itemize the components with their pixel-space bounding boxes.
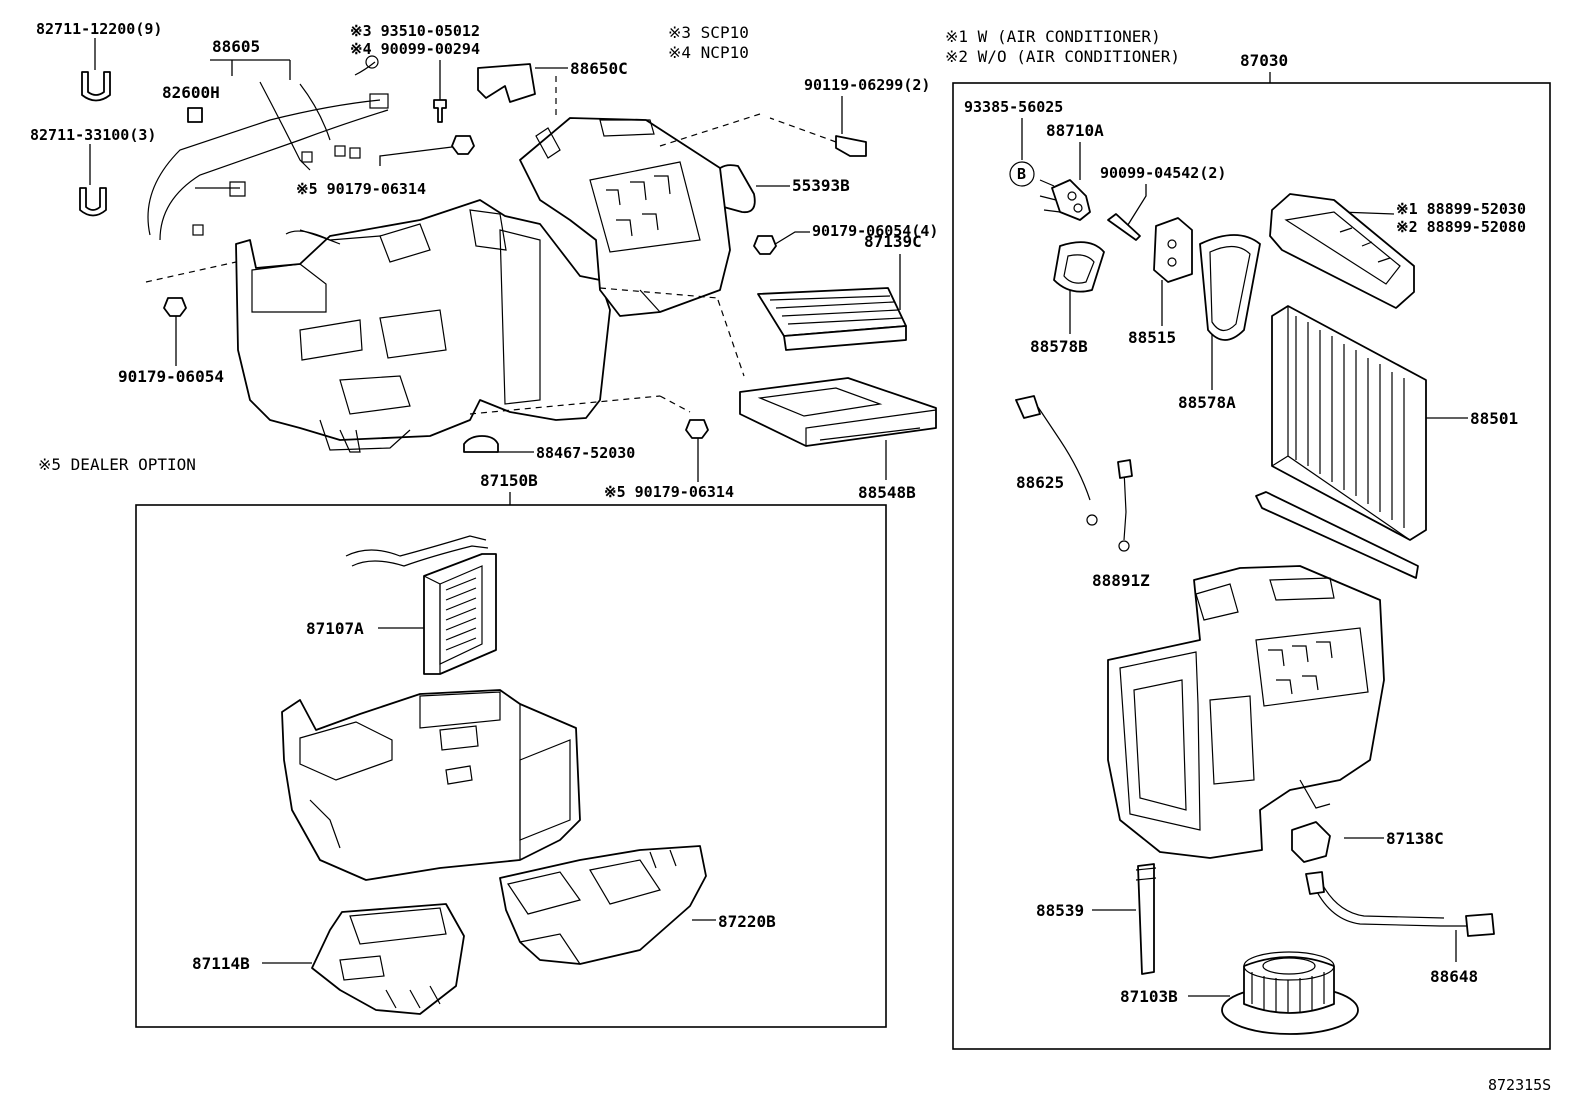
expansion-valve-bracket	[1039, 179, 1091, 221]
note-air-conditioner-wo: ※2 W/O (AIR CONDITIONER)	[945, 47, 1180, 66]
label-87220B: 87220B	[718, 912, 776, 931]
label-93510-05012: ※3 93510-05012	[350, 22, 480, 40]
nut-icon	[685, 419, 709, 439]
screw-icon	[433, 99, 447, 123]
filter-case	[739, 377, 937, 447]
note-scp10: ※3 SCP10	[668, 23, 749, 42]
label-88710A: 88710A	[1046, 121, 1104, 140]
guide-line	[469, 395, 661, 415]
blower-motor-fan	[1221, 951, 1359, 1035]
guide-line	[599, 287, 719, 299]
evaporator-core	[1271, 305, 1427, 541]
grommet-icon	[463, 435, 499, 453]
heater-core	[345, 535, 497, 675]
label-88625: 88625	[1016, 473, 1064, 492]
clamp-icon	[81, 71, 111, 102]
nut-icon	[163, 297, 187, 317]
label-88548B: 88548B	[858, 483, 916, 502]
drain-hose	[1137, 863, 1155, 975]
label-88605: 88605	[212, 37, 260, 56]
label-87150B: 87150B	[480, 471, 538, 490]
note-dealer-option: ※5 DEALER OPTION	[38, 455, 196, 474]
guide-line	[145, 261, 237, 283]
sensor-wire	[1123, 469, 1127, 541]
nut-icon	[753, 235, 777, 255]
label-82711-33100: 82711-33100(3)	[30, 126, 156, 144]
guide-line	[659, 113, 761, 147]
label-88515: 88515	[1128, 328, 1176, 347]
thermistor-clip	[1015, 395, 1041, 419]
foot-duct	[311, 903, 465, 1015]
air-duct	[499, 845, 707, 965]
label-90099-04542: 90099-04542(2)	[1100, 164, 1226, 182]
label-90099-00294: ※4 90099-00294	[350, 40, 480, 58]
label-93385-56025: 93385-56025	[964, 98, 1063, 116]
seal-gasket	[1199, 234, 1261, 341]
label-82711-12200: 82711-12200(9)	[36, 20, 162, 38]
label-87107A: 87107A	[306, 619, 364, 638]
guide-line	[717, 299, 745, 377]
label-87138C: 87138C	[1386, 829, 1444, 848]
blower-wire-harness	[1305, 871, 1495, 937]
clamp-icon	[79, 187, 107, 217]
note-air-conditioner-w: ※1 W (AIR CONDITIONER)	[945, 27, 1161, 46]
cooling-unit-case	[1107, 565, 1385, 859]
wire-harness	[147, 55, 389, 241]
label-82600H: 82600H	[162, 83, 220, 102]
label-55393B: 55393B	[792, 176, 850, 195]
label-88578B: 88578B	[1030, 337, 1088, 356]
bolt-icon	[1107, 213, 1141, 241]
label-90179-06314-bot: ※5 90179-06314	[604, 483, 734, 501]
callout-circle-b	[1009, 161, 1035, 187]
label-90179-06054: 90179-06054	[118, 367, 224, 386]
seal-ring	[1053, 241, 1105, 293]
label-88899-52080: ※2 88899-52080	[1396, 218, 1526, 236]
label-90179-06054-4: 90179-06054(4)	[812, 222, 938, 240]
label-87114B: 87114B	[192, 954, 250, 973]
air-filter	[757, 287, 907, 351]
expansion-valve	[1153, 217, 1193, 283]
label-87103B: 87103B	[1120, 987, 1178, 1006]
note-ncp10: ※4 NCP10	[668, 43, 749, 62]
callout-b-text: B	[1017, 165, 1026, 183]
heater-subassembly-frame	[135, 504, 887, 1028]
cooling-unit-frame	[952, 82, 1551, 1050]
evaporator-case-upper	[1269, 193, 1415, 309]
figure-id: 872315S	[1488, 1076, 1551, 1094]
blower-resistor	[477, 63, 536, 103]
blower-resistor-small	[1291, 821, 1331, 863]
nut-icon	[451, 135, 475, 155]
heater-case	[281, 689, 581, 881]
connector-icon	[187, 107, 203, 123]
label-88539: 88539	[1036, 901, 1084, 920]
label-90119-06299: 90119-06299(2)	[804, 76, 930, 94]
label-88578A: 88578A	[1178, 393, 1236, 412]
screw-icon	[835, 135, 867, 157]
label-88648: 88648	[1430, 967, 1478, 986]
label-87030: 87030	[1240, 51, 1288, 70]
label-88501: 88501	[1470, 409, 1518, 428]
evaporator-tray	[1255, 491, 1419, 579]
label-87139C: 87139C	[864, 232, 922, 251]
label-88899-52030: ※1 88899-52030	[1396, 200, 1526, 218]
label-88467-52030: 88467-52030	[536, 444, 635, 462]
sensor-icon	[1117, 459, 1133, 479]
label-90179-06314-top: ※5 90179-06314	[296, 180, 426, 198]
guide-line	[659, 395, 691, 413]
label-88891Z: 88891Z	[1092, 571, 1150, 590]
label-88650C: 88650C	[570, 59, 628, 78]
heater-unit-assembly	[235, 117, 731, 453]
